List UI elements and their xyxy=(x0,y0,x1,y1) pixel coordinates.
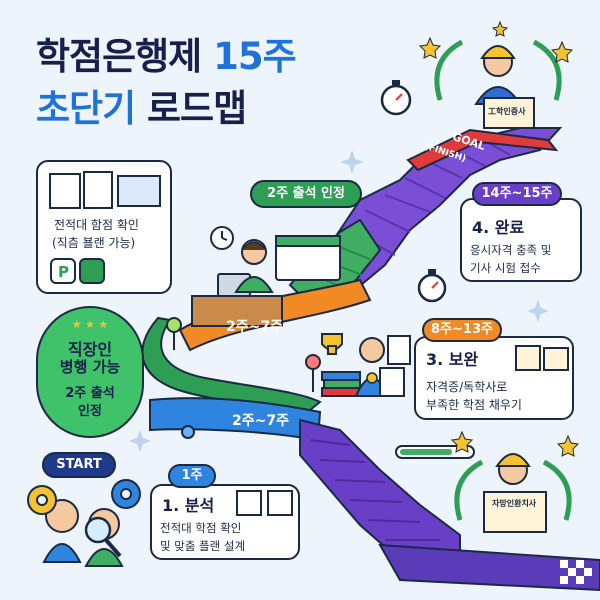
wall-clock-icon xyxy=(210,226,234,250)
start-label: START xyxy=(42,452,116,478)
app-logo-icons: P xyxy=(50,258,105,284)
card-line: (직츰 뵬랜 가능) xyxy=(52,236,136,250)
page-title-line1: 학점은행제 15주 xyxy=(36,34,297,80)
trophy-icon xyxy=(321,333,343,355)
transcript-check-card: 전적대 함점 확인 (직츰 뵬랜 가능) P xyxy=(36,160,172,294)
badge-line: 2주 출석 xyxy=(65,386,115,401)
star-icon xyxy=(418,20,574,63)
title-accent: 초단기 xyxy=(36,87,136,130)
map-pin-icon xyxy=(166,317,182,350)
step-line: 자격증/독학사로 xyxy=(426,380,508,394)
stopwatch-icon xyxy=(380,80,412,116)
step-title: 3. 보완 xyxy=(426,350,479,369)
map-pin-icon xyxy=(181,425,195,439)
page-title-line2: 초단기 로드맵 xyxy=(36,86,247,132)
checkered-flag-pattern xyxy=(560,560,592,584)
title-accent: 15주 xyxy=(213,35,297,78)
certificate-bottom-label: 자망인환치사 xyxy=(492,499,537,508)
step1-card: 1. 분석 전적대 학점 확인 및 맞춤 플랜 설계 xyxy=(150,484,300,560)
stacked-books-icon xyxy=(321,371,361,397)
map-pin-icon xyxy=(305,354,321,392)
step3-card: 3. 보완 자격증/독학사로 부족한 학점 채우기 xyxy=(414,336,574,420)
step4-week-tag: 14주~15주 xyxy=(472,182,562,206)
certificate-icon xyxy=(515,345,569,371)
graduate-worker-top-illustration xyxy=(434,39,562,129)
step-line: 전적대 학점 확인 xyxy=(160,521,242,535)
worker-friendly-badge: ★ ★ ★ 직장인 병행 가능 2주 출석 인정 xyxy=(36,306,144,438)
spreadsheet-icon xyxy=(236,490,293,516)
road-label-lower: 2주~7주 xyxy=(232,413,289,429)
goal-banner xyxy=(406,128,559,172)
documents-icon xyxy=(49,171,161,209)
finish-lane xyxy=(378,543,600,592)
step-line: 및 맞춤 플랜 설계 xyxy=(160,539,246,553)
badge-stars: ★ ★ ★ xyxy=(71,318,109,331)
gear-icon xyxy=(27,479,141,515)
svg-text:P: P xyxy=(58,263,69,281)
certificate-top-label: 工학인증사 xyxy=(488,107,526,116)
step-title: 4. 완료 xyxy=(472,218,525,237)
graduate-worker-bottom-illustration xyxy=(454,453,572,533)
badge-line: 직장인 xyxy=(67,340,113,359)
title-main: 학점은행제 xyxy=(36,35,202,78)
calendar-icon xyxy=(275,235,341,281)
student-at-desk-illustration xyxy=(191,239,283,327)
magnifier-icon xyxy=(84,516,122,558)
badge-line: 병행 가능 xyxy=(59,358,121,376)
checklist-document-icon xyxy=(379,335,411,397)
step4-card: 4. 완료 응시자격 충족 및 기사 시험 접수 xyxy=(460,198,582,282)
card-line: 전적대 함점 확인 xyxy=(54,218,139,232)
step-line: 기사 시험 접수 xyxy=(470,261,541,275)
step1-week-tag: 1주 xyxy=(168,464,216,488)
step-line: 부족한 학점 채우기 xyxy=(426,398,522,412)
progress-bar xyxy=(395,445,475,459)
step-line: 응시자격 충족 및 xyxy=(470,243,552,257)
badge-line: 인정 xyxy=(78,404,102,419)
star-icon xyxy=(450,430,580,457)
stopwatch-icon xyxy=(417,269,447,303)
attendance-bubble: 2주 출석 인정 xyxy=(250,180,362,208)
step3-week-tag: 8주~13주 xyxy=(422,318,502,342)
road-label-upper: 2주~7주 xyxy=(226,319,283,335)
step-title: 1. 분석 xyxy=(162,496,215,515)
title-main: 로드맵 xyxy=(147,87,247,130)
lower-purple-staircase xyxy=(299,418,461,561)
